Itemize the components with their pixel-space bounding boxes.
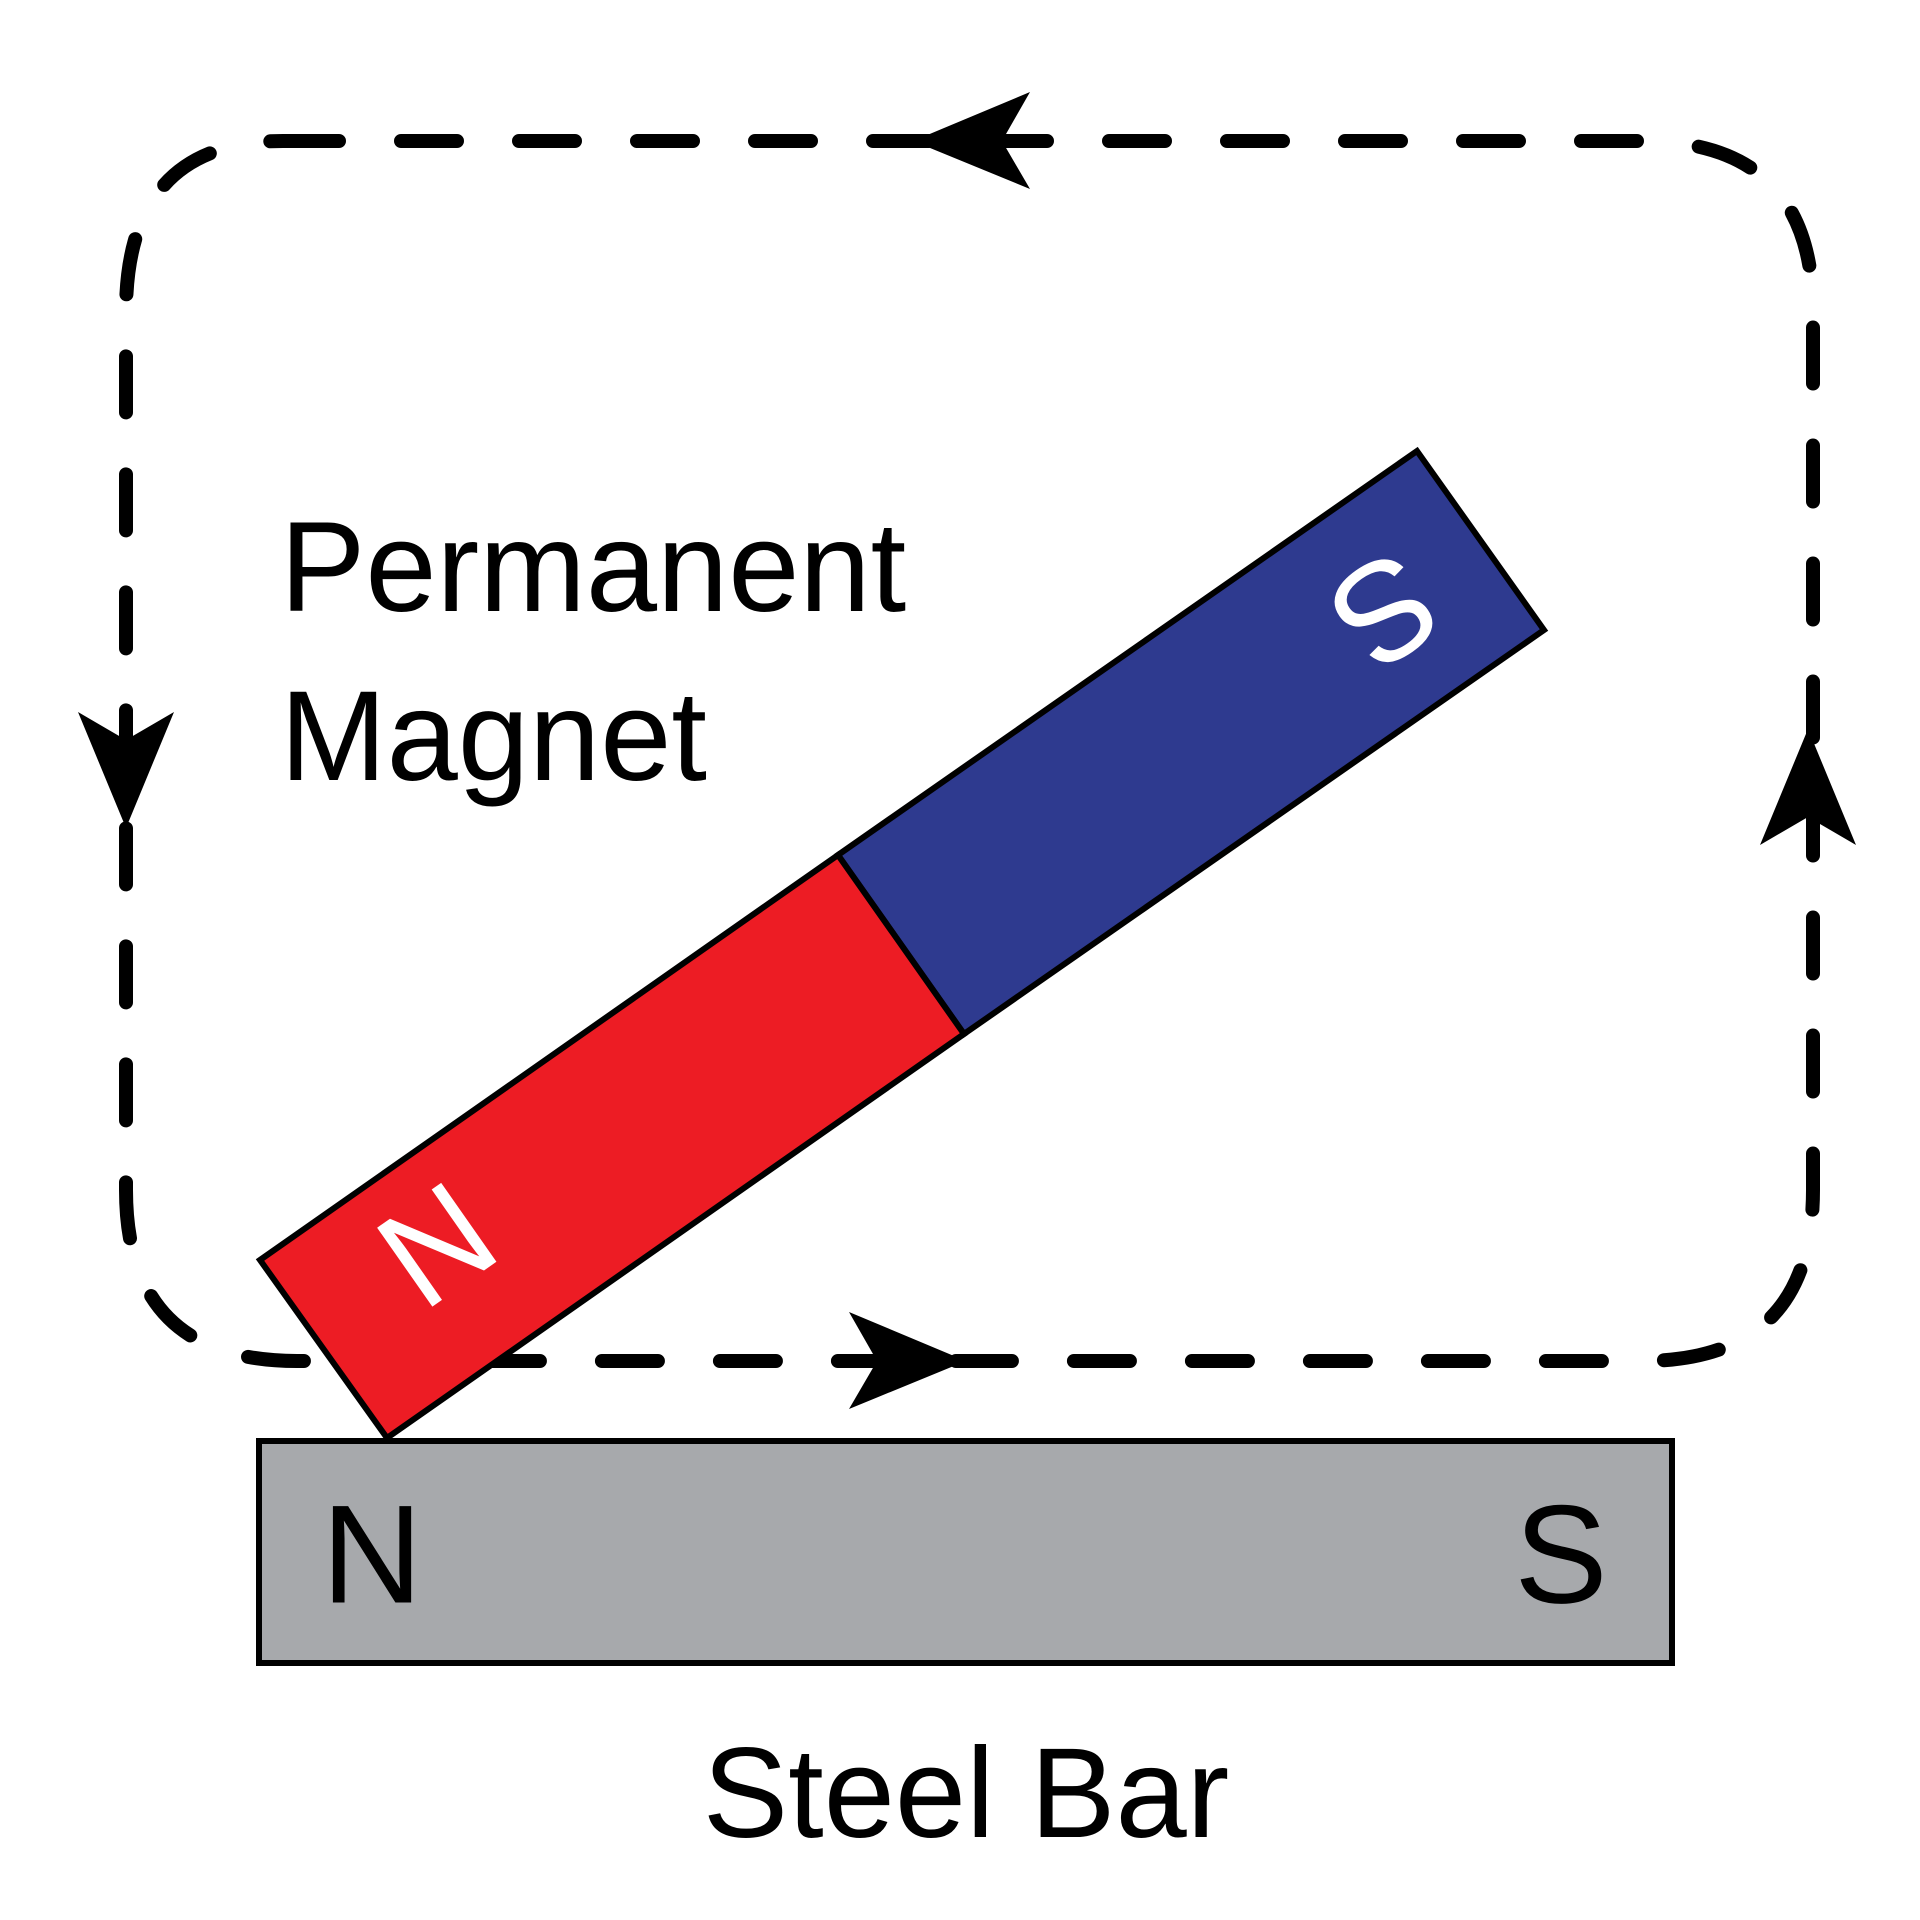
steel-bar-north-label: N [321, 1476, 422, 1633]
field-arrow-left-down-icon [78, 712, 174, 828]
field-line-loop [119, 134, 1820, 1368]
steel-bar-caption: Steel Bar [703, 1722, 1230, 1865]
magnet-label-line2: Magnet [280, 665, 707, 808]
magnet-north-pole [255, 850, 969, 1443]
steel-bar: N S [256, 1438, 1675, 1666]
field-arrow-top-left-icon [913, 92, 1030, 189]
magnet-south-pole [833, 446, 1549, 1039]
permanent-magnet: N S [255, 446, 1549, 1443]
field-arrow-right-up-icon [1760, 729, 1856, 845]
steel-bar-body [256, 1438, 1675, 1666]
field-arrow-bottom-right-icon [849, 1312, 966, 1409]
magnet-label-line1: Permanent [280, 496, 906, 639]
steel-bar-south-label: S [1514, 1476, 1607, 1633]
